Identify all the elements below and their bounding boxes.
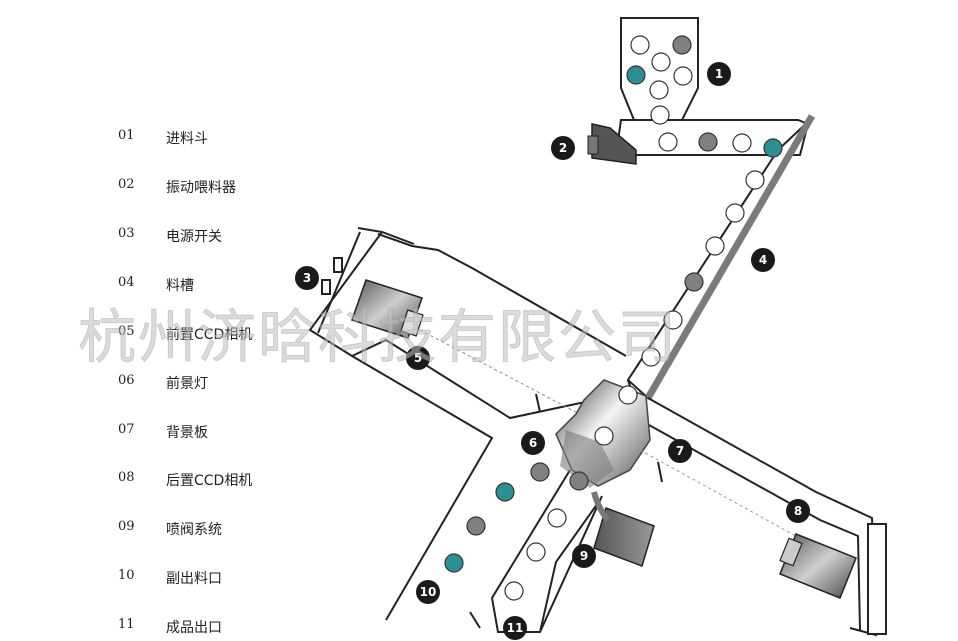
legend-number: 10 — [118, 568, 135, 583]
legend-label: 料槽 — [166, 278, 194, 294]
legend-number: 08 — [118, 470, 135, 485]
callout-badge: 2 — [551, 136, 575, 160]
legend-item: 07 背景板 — [0, 422, 300, 446]
legend-number: 03 — [118, 226, 135, 241]
callout-number: 7 — [676, 444, 684, 458]
particle — [658, 132, 678, 152]
legend-label: 副出料口 — [166, 571, 222, 587]
legend-number: 09 — [118, 519, 135, 534]
legend-label: 电源开关 — [166, 229, 222, 245]
callout-number: 6 — [529, 436, 537, 450]
legend-label: 成品出口 — [166, 620, 222, 636]
callout-number: 9 — [580, 549, 588, 563]
callout-badge: 4 — [751, 248, 775, 272]
callout-number: 1 — [715, 67, 723, 81]
particle — [650, 105, 670, 125]
callout-number: 2 — [559, 141, 567, 155]
callout-number: 5 — [414, 351, 422, 365]
particle — [495, 482, 515, 502]
particles — [444, 35, 783, 601]
legend-label: 背景板 — [166, 425, 208, 441]
particle — [763, 138, 783, 158]
legend-item: 11 成品出口 — [0, 617, 300, 641]
particle — [594, 426, 614, 446]
legend-item: 10 副出料口 — [0, 568, 300, 592]
particle — [530, 462, 550, 482]
particle — [504, 581, 524, 601]
particle — [745, 170, 765, 190]
legend-number: 05 — [118, 324, 135, 339]
legend-label: 进料斗 — [166, 131, 208, 147]
legend-label: 振动喂料器 — [166, 180, 236, 196]
particle — [732, 133, 752, 153]
callout-badge: 6 — [521, 431, 545, 455]
particle — [547, 508, 567, 528]
particle — [649, 80, 669, 100]
callout-badge: 7 — [668, 439, 692, 463]
legend-label: 后置CCD相机 — [166, 473, 253, 489]
particle — [651, 52, 671, 72]
callout-number: 11 — [507, 621, 524, 635]
legend: 01 进料斗 02 振动喂料器 03 电源开关 04 料槽 05 前置CCD相机 06 前景灯 07 背景… — [0, 0, 300, 641]
callout-badge: 9 — [572, 544, 596, 568]
callout-badge: 10 — [416, 580, 440, 604]
particle — [444, 553, 464, 573]
particle — [526, 542, 546, 562]
legend-item: 08 后置CCD相机 — [0, 470, 300, 494]
callout-badge: 1 — [707, 62, 731, 86]
callout-number: 4 — [759, 253, 767, 267]
callout-badge: 11 — [503, 616, 527, 640]
particle — [630, 35, 650, 55]
legend-item: 06 前景灯 — [0, 373, 300, 397]
legend-item: 01 进料斗 — [0, 128, 300, 152]
rear-ccd-camera — [779, 533, 857, 599]
legend-number: 04 — [118, 275, 135, 290]
legend-label: 前景灯 — [166, 376, 208, 392]
machine-frame — [308, 227, 887, 637]
legend-item: 05 前置CCD相机 — [0, 324, 300, 348]
legend-label: 前置CCD相机 — [166, 327, 253, 343]
callouts: 1 2 3 4 5 6 7 8 9 10 11 — [295, 62, 810, 640]
particle — [618, 385, 638, 405]
particle — [725, 203, 745, 223]
legend-number: 02 — [118, 177, 135, 192]
particle — [705, 236, 725, 256]
legend-item: 02 振动喂料器 — [0, 177, 300, 201]
callout-number: 8 — [794, 504, 802, 518]
callout-badge: 3 — [295, 266, 319, 290]
particle — [466, 516, 486, 536]
legend-number: 07 — [118, 422, 135, 437]
legend-number: 06 — [118, 373, 135, 388]
ejector-valve-system — [591, 491, 655, 567]
legend-item: 03 电源开关 — [0, 226, 300, 250]
legend-number: 01 — [118, 128, 135, 143]
particle — [684, 272, 704, 292]
callout-number: 10 — [420, 585, 437, 599]
particle — [626, 65, 646, 85]
legend-item: 04 料槽 — [0, 275, 300, 299]
legend-number: 11 — [118, 617, 135, 632]
callout-number: 3 — [303, 271, 311, 285]
particle — [672, 35, 692, 55]
front-ccd-camera — [351, 279, 611, 431]
particle — [663, 310, 683, 330]
watermark: 杭州济晗科技有限公司 — [77, 303, 679, 372]
particle — [698, 132, 718, 152]
legend-item: 09 喷阀系统 — [0, 519, 300, 543]
legend-label: 喷阀系统 — [166, 522, 222, 538]
particle — [641, 347, 661, 367]
callout-badge: 8 — [786, 499, 810, 523]
particle — [673, 66, 693, 86]
particle — [569, 471, 589, 491]
callout-badge: 5 — [406, 346, 430, 370]
